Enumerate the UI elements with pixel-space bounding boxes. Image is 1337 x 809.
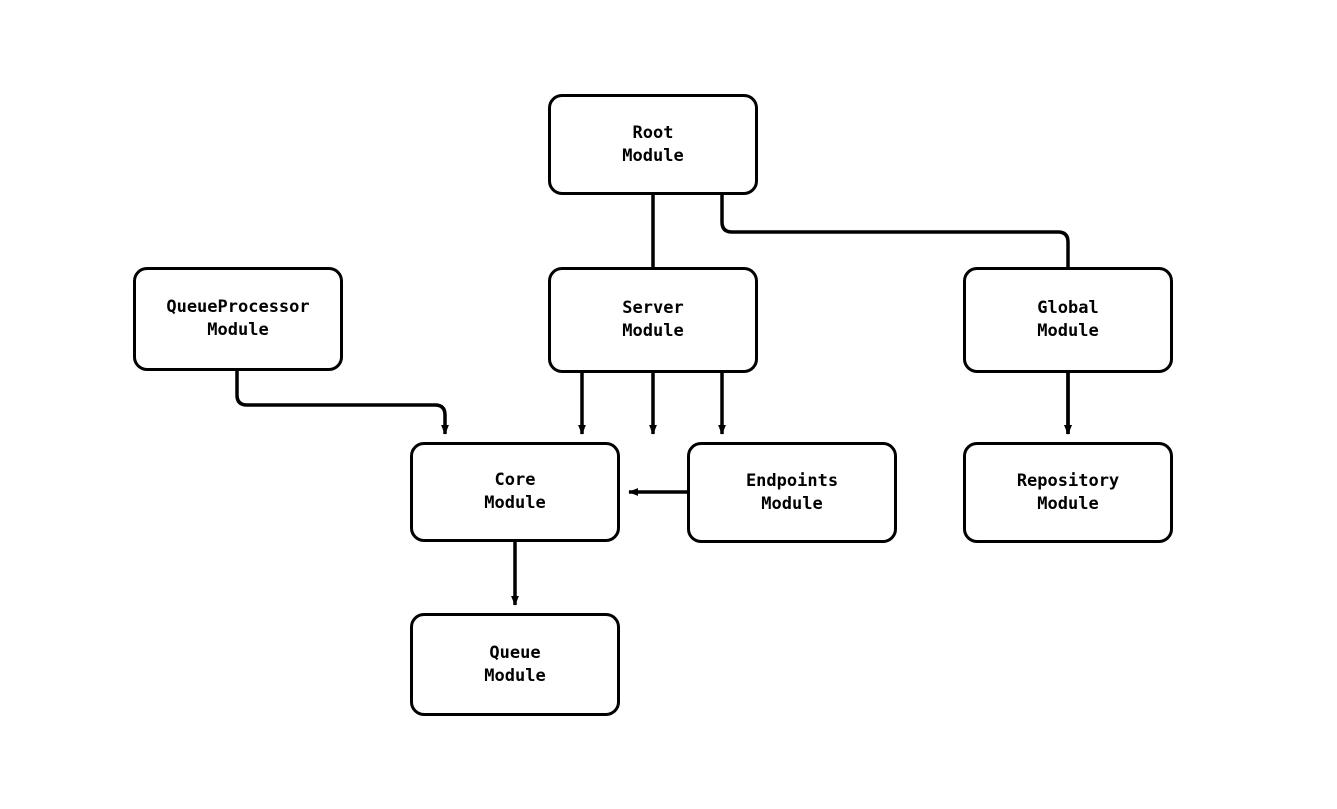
edge-queueprocessor-to-core (235, 371, 449, 435)
node-repository-module-label: Repository Module (1016, 470, 1120, 514)
node-endpoints-module-label: Endpoints Module (745, 470, 839, 514)
node-server-module-label: Server Module (622, 298, 684, 341)
node-server-module[interactable]: Server Module (548, 267, 758, 373)
node-root-module[interactable]: Root Module (548, 94, 758, 195)
node-queue-module-label: Queue Module (484, 642, 546, 686)
node-queueprocessor-module[interactable]: QueueProcessor Module (133, 267, 343, 371)
node-root-module-label: Root Module (622, 122, 684, 166)
node-queueprocessor-module-label: QueueProcessor Module (166, 297, 310, 340)
node-core-module[interactable]: Core Module (410, 442, 620, 542)
node-global-module-label: Global Module (1037, 298, 1099, 341)
node-queue-module[interactable]: Queue Module (410, 613, 620, 716)
node-global-module[interactable]: Global Module (963, 267, 1173, 373)
node-repository-module[interactable]: Repository Module (963, 442, 1173, 543)
edge-root-to-global (720, 195, 1072, 435)
node-core-module-label: Core Module (484, 470, 546, 513)
node-endpoints-module[interactable]: Endpoints Module (687, 442, 897, 543)
